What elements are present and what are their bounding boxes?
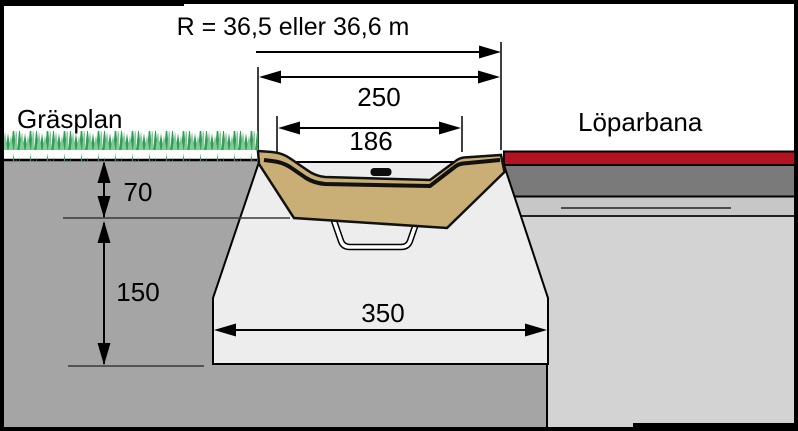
arrowhead-left-icon [278,121,300,135]
soil-mass [3,160,548,428]
diagram-title: R = 36,5 eller 36,6 m [177,13,410,41]
arrowhead-down-icon [97,196,111,218]
dim-opening-width: 186 [278,121,461,156]
label-loparbana: Löparbana [578,107,703,137]
label-grasplan: Gräsplan [17,104,123,134]
dim-350-label: 350 [361,298,404,328]
dim-150-label: 150 [116,277,159,307]
arrowhead-right-icon [439,121,461,135]
dim-186-label: 186 [349,126,392,156]
dim-overall-width: 250 [259,70,500,112]
asphalt-layer [500,165,795,196]
frame-bottom-thick-segment [633,423,798,431]
dim-70-label: 70 [124,177,153,207]
dim-lower-depth: 150 [97,221,160,365]
dim-250-label: 250 [357,82,400,112]
channel-body [256,149,506,230]
frame-top-thick-segment [0,0,184,6]
track-surface-red [503,150,796,166]
arrowhead-left-icon [214,323,236,337]
drainage-channel [256,149,506,230]
arrowhead-right-icon [525,323,547,337]
channel-inner-surface [263,158,501,189]
dim-foundation-width: 350 [214,298,547,337]
arrowhead-right-icon [478,70,500,84]
arrowhead-down-icon [97,343,111,365]
base-layer [500,216,795,428]
arrowhead-right-icon [479,45,501,59]
arrowhead-up-icon [97,221,111,243]
pipe-outline [328,213,423,251]
subbase-layer [500,196,795,216]
grass-strip [4,131,258,161]
channel-slot [370,168,392,176]
arrowhead-up-icon [97,161,111,183]
dim-upper-depth: 70 [97,161,153,218]
track-layers [500,150,796,428]
arrowhead-left-icon [259,70,281,84]
dim-radius: R = 36,5 eller 36,6 m [177,13,501,59]
